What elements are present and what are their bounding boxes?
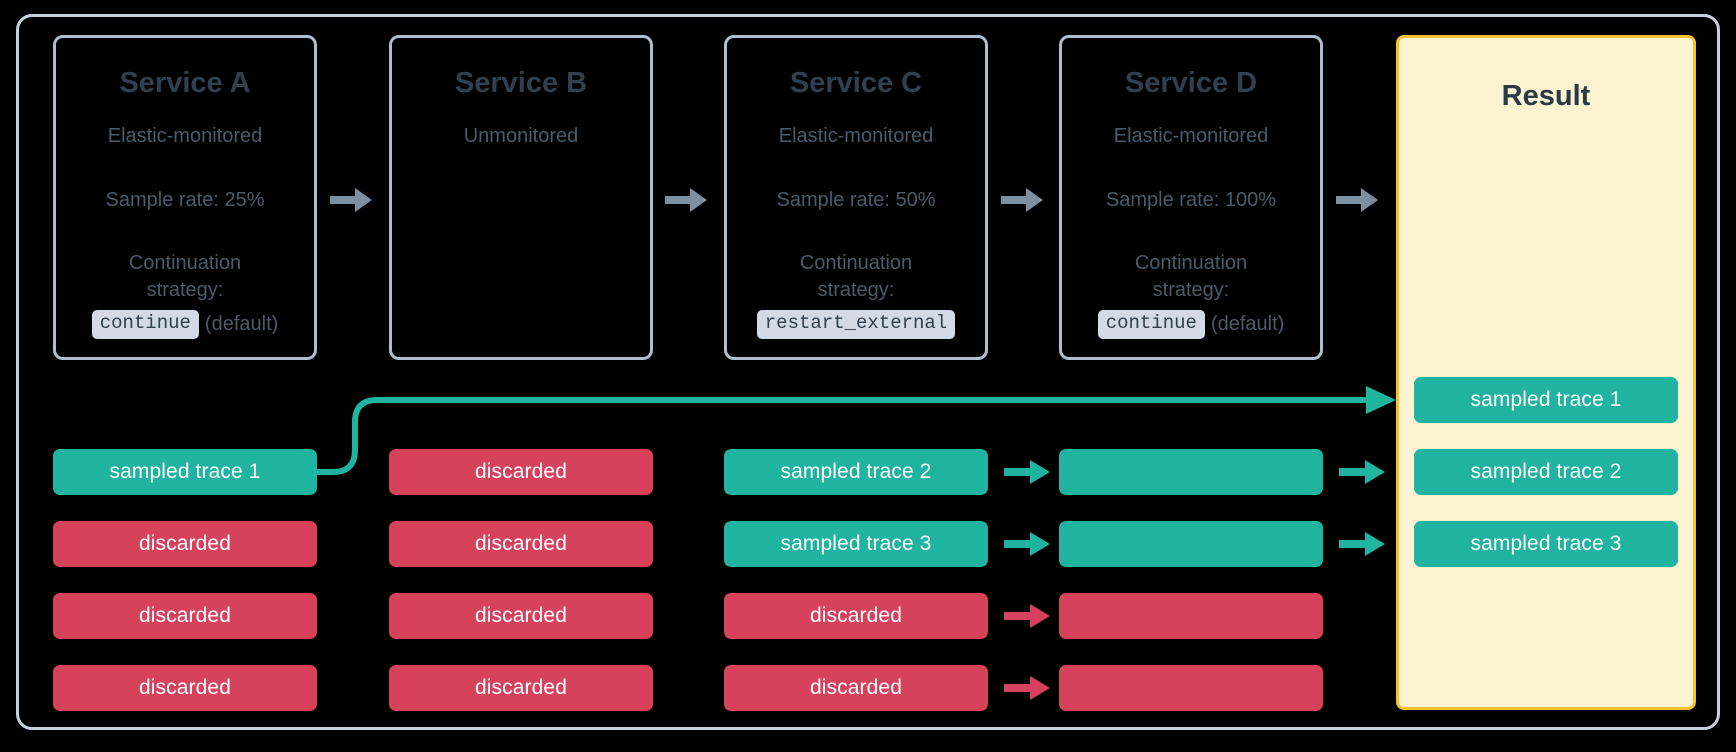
service-card-b: Service B Unmonitored	[389, 35, 653, 360]
service-monitoring-status: Elastic-monitored	[1113, 124, 1269, 147]
service-flow-arrow-b-to-c	[665, 188, 707, 212]
trace-pill: discarded	[389, 521, 653, 567]
result-title: Result	[1501, 80, 1591, 112]
trace-pill: discarded	[724, 665, 988, 711]
trace-flow-arrow-c-to-d	[1004, 676, 1050, 700]
service-card-c: Service C Elastic-monitored Sample rate:…	[724, 35, 988, 360]
service-strategy-label: Continuation strategy:	[56, 250, 314, 304]
trace-pill-label: discarded	[139, 676, 231, 699]
trace-pill-label: sampled trace 1	[109, 460, 261, 483]
trace-pill: discarded	[389, 593, 653, 639]
strategy-label-line-1: Continuation	[799, 251, 913, 274]
service-strategy-value: continue (default)	[56, 309, 314, 339]
result-trace-pill-label: sampled trace 3	[1470, 532, 1622, 555]
result-trace-pill: sampled trace 3	[1414, 521, 1678, 567]
service-flow-arrow-c-to-d	[1001, 188, 1043, 212]
trace-pill-label: discarded	[810, 676, 902, 699]
strategy-label-line-2: strategy:	[1152, 278, 1230, 301]
service-monitoring-status: Elastic-monitored	[107, 124, 263, 147]
trace-pill: sampled trace 3	[724, 521, 988, 567]
trace-pill	[1059, 449, 1323, 495]
service-sample-rate: Sample rate: 25%	[105, 188, 265, 211]
trace-flow-arrow-c-to-d	[1004, 460, 1050, 484]
service-card-d: Service D Elastic-monitored Sample rate:…	[1059, 35, 1323, 360]
trace-pill: discarded	[53, 665, 317, 711]
trace-pill	[1059, 593, 1323, 639]
service-sample-rate: Sample rate: 100%	[1105, 188, 1277, 211]
trace-pill-label: discarded	[475, 676, 567, 699]
service-title: Service D	[1124, 67, 1258, 99]
service-title: Service A	[119, 67, 251, 99]
strategy-label-line-1: Continuation	[128, 251, 242, 274]
trace-pill-label: sampled trace 2	[780, 460, 932, 483]
trace-pill: discarded	[389, 449, 653, 495]
service-strategy-label: Continuation strategy:	[1062, 250, 1320, 304]
trace-flow-arrow-d-to-result	[1339, 532, 1385, 556]
service-monitoring-status: Unmonitored	[463, 124, 579, 147]
service-monitoring-status: Elastic-monitored	[778, 124, 934, 147]
service-flow-arrow-a-to-b	[330, 188, 372, 212]
trace-pill-label: discarded	[139, 532, 231, 555]
result-trace-pill: sampled trace 2	[1414, 449, 1678, 495]
strategy-default-note: (default)	[1210, 312, 1285, 335]
trace-pill: discarded	[53, 593, 317, 639]
trace-pill: discarded	[724, 593, 988, 639]
strategy-default-note: (default)	[204, 312, 279, 335]
result-panel: Result	[1396, 35, 1696, 710]
trace-pill	[1059, 521, 1323, 567]
trace-pill-label: discarded	[475, 532, 567, 555]
trace-pill: sampled trace 2	[724, 449, 988, 495]
service-strategy-value: restart_external	[727, 309, 985, 339]
trace-pill: discarded	[389, 665, 653, 711]
service-title: Service B	[454, 67, 588, 99]
service-card-a: Service A Elastic-monitored Sample rate:…	[53, 35, 317, 360]
result-trace-pill-label: sampled trace 1	[1470, 388, 1622, 411]
trace-flow-arrow-c-to-d	[1004, 532, 1050, 556]
trace-pill-label: sampled trace 3	[780, 532, 932, 555]
service-strategy-label: Continuation strategy:	[727, 250, 985, 304]
trace-pill: sampled trace 1	[53, 449, 317, 495]
strategy-label-line-2: strategy:	[146, 278, 224, 301]
strategy-label-line-2: strategy:	[817, 278, 895, 301]
trace-pill-label: discarded	[475, 460, 567, 483]
trace-pill: discarded	[53, 521, 317, 567]
trace-flow-arrow-c-to-d	[1004, 604, 1050, 628]
trace-pill	[1059, 665, 1323, 711]
trace-pill-label: discarded	[139, 604, 231, 627]
strategy-code-chip: restart_external	[756, 309, 956, 339]
trace-flow-arrow-d-to-result	[1339, 460, 1385, 484]
strategy-label-line-1: Continuation	[1134, 251, 1248, 274]
service-title: Service C	[789, 67, 923, 99]
trace-pill-label: discarded	[475, 604, 567, 627]
result-trace-pill: sampled trace 1	[1414, 377, 1678, 423]
strategy-code-chip: continue	[1097, 309, 1205, 339]
result-trace-pill-label: sampled trace 2	[1470, 460, 1622, 483]
strategy-code-chip: continue	[91, 309, 199, 339]
trace-pill-label: discarded	[810, 604, 902, 627]
service-flow-arrow-d-to-result	[1336, 188, 1378, 212]
service-sample-rate: Sample rate: 50%	[776, 188, 936, 211]
service-strategy-value: continue (default)	[1062, 309, 1320, 339]
